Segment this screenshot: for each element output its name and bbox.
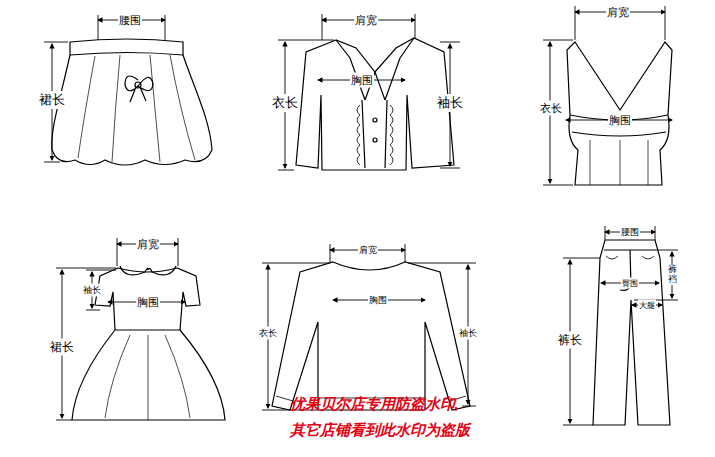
- rise-label: 裤裆: [667, 265, 678, 285]
- shoulder-label: 肩宽: [354, 13, 378, 28]
- waist-label: 腰围: [118, 13, 142, 28]
- watermark-text: 其它店铺看到此水印为盗版: [290, 421, 470, 440]
- waist-label: 腰围: [620, 226, 640, 239]
- sleeve-label: 袖长: [82, 284, 102, 297]
- sleeve-label: 袖长: [436, 94, 464, 112]
- length-label: 衣长: [539, 101, 563, 116]
- length-label: 裤长: [557, 332, 583, 349]
- shoulder-label: 肩宽: [358, 244, 378, 257]
- length-label: 裙长: [38, 91, 66, 109]
- chest-label: 胸围: [350, 73, 374, 88]
- thigh-label: 大腿: [638, 300, 656, 311]
- length-label: 裙长: [49, 339, 75, 356]
- chest-label: 胸围: [368, 294, 388, 307]
- chest-label: 胸围: [608, 113, 632, 128]
- watermark-text: 优果贝尔店专用防盗水印,: [290, 395, 459, 414]
- length-label: 衣长: [258, 327, 278, 340]
- shoulder-label: 肩宽: [606, 5, 630, 20]
- hip-label: 臀围: [621, 278, 639, 289]
- chest-label: 胸围: [136, 295, 160, 310]
- shoulder-label: 肩宽: [136, 237, 160, 252]
- length-label: 衣长: [271, 94, 299, 112]
- sleeve-label: 袖长: [458, 327, 478, 340]
